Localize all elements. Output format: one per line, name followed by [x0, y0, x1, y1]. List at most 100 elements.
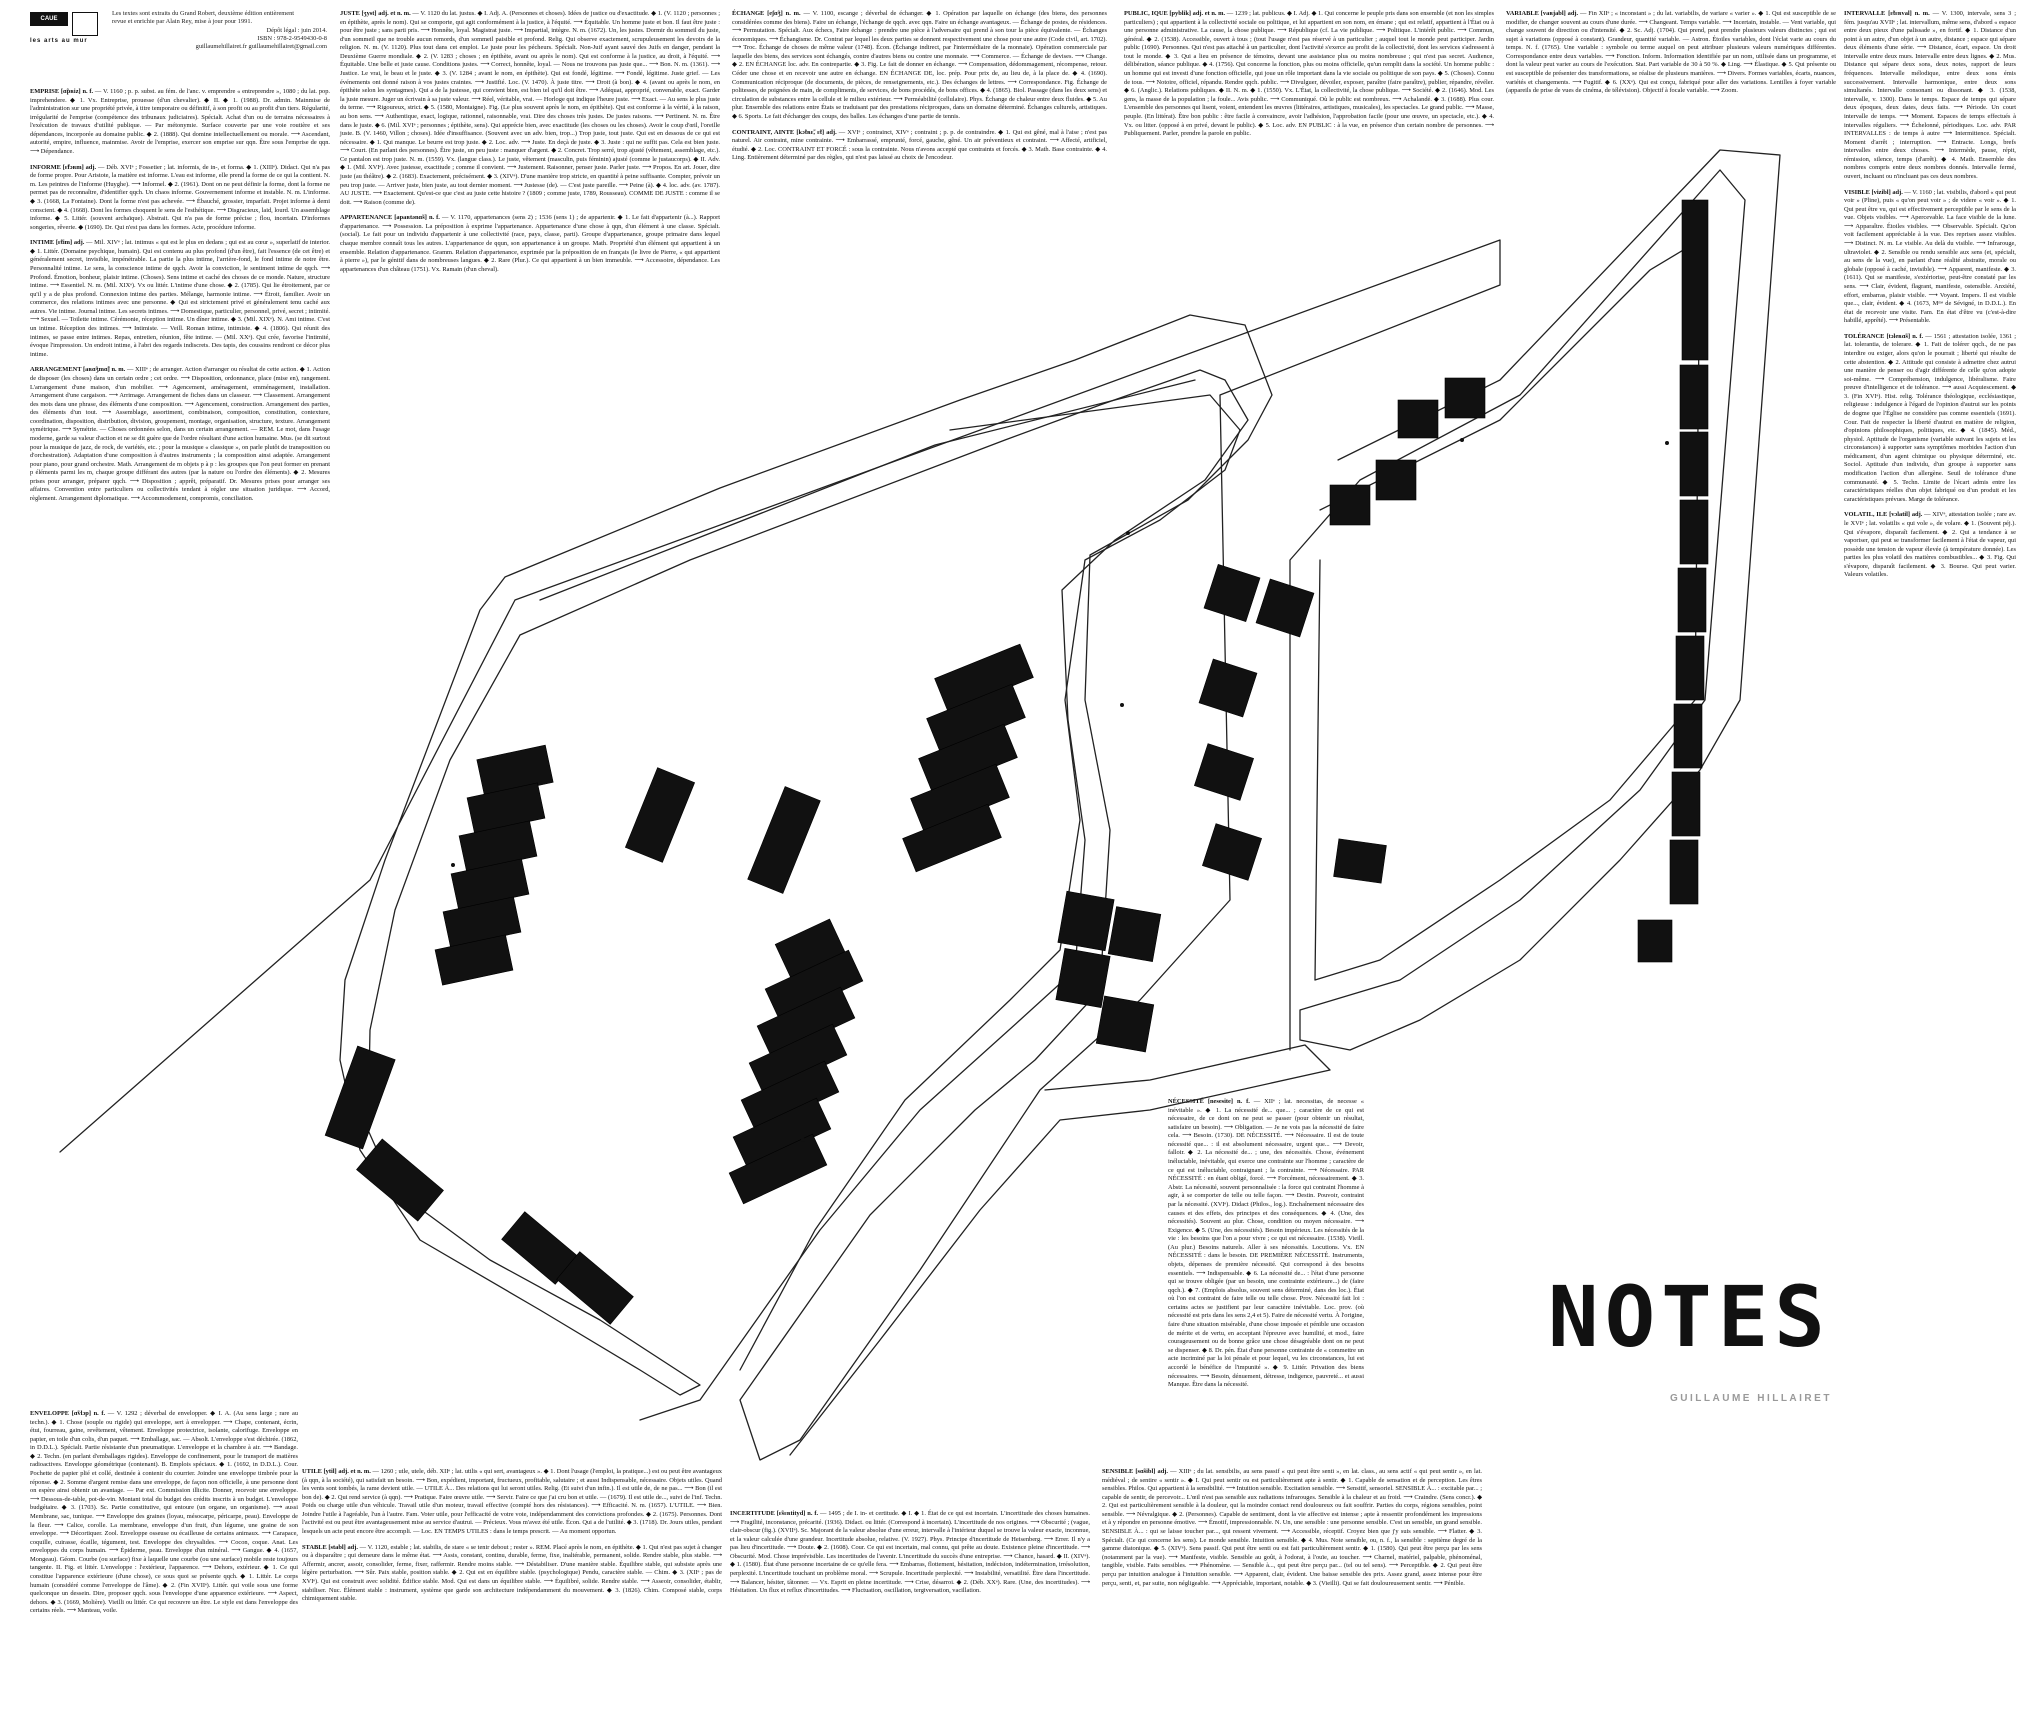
building: [442, 896, 522, 948]
building: [1673, 703, 1703, 769]
dictionary-entry: EMPRISE [ɑ̃pʀiz] n. f. — V. 1160 ; p. p.…: [30, 88, 330, 157]
entry-definition: — XIIIᵉ ; de arranger. Action d'arranger…: [30, 366, 330, 503]
text-column-3: ÉCHANGE [eʃɑ̃ʒ] n. m. — V. 1100, escange…: [732, 10, 1107, 170]
road-south-east: [789, 1044, 1331, 1456]
entry-definition: — XIVᵉ, attestation isolée ; rare av. le…: [1844, 511, 2016, 579]
building: [1671, 771, 1701, 837]
site-marker: [610, 1313, 614, 1317]
dictionary-entry: PUBLIC, IQUE [pyblik] adj. et n. m. — 12…: [1124, 10, 1494, 139]
entry-definition: — V. 1160 ; lat. visibilis, d'abord « qu…: [1844, 188, 2016, 325]
building: [1201, 823, 1263, 881]
text-column-bottom-2: UTILE [ytil] adj. et n. m. — 1260 ; utle…: [302, 1468, 722, 1611]
dictionary-entry: CONTRAINT, AINTE [kɔ̃tʀɛ̃, ɛ̃t] adj. — X…: [732, 129, 1107, 163]
entry-headword: VARIABLE [vaʀjabl] adj.: [1506, 10, 1579, 17]
dictionary-entry: VOLATIL, ILE [vɔlatil] adj. — XIVᵉ, atte…: [1844, 511, 2016, 580]
building: [434, 934, 514, 986]
dictionary-entry: INCERTITUDE [ɛ̃sɛʀtityd] n. f. — 1495 ; …: [730, 1510, 1090, 1596]
text-column-5: VARIABLE [vaʀjabl] adj. — Fin XIIᵉ ; « i…: [1506, 10, 1836, 103]
building: [1681, 199, 1709, 361]
entry-headword: EMPRISE [ɑ̃pʀiz] n. f.: [30, 88, 94, 95]
road-east: [1289, 149, 1781, 1051]
entry-headword: SENSIBLE [sɑ̃sibl] adj.: [1102, 1468, 1168, 1475]
dictionary-entry: ENVELOPPE [ɑ̃vlɔp] n. f. — V. 1292 ; dév…: [30, 1410, 298, 1616]
building: [1444, 377, 1486, 419]
text-column-6: INTERVALLE [ɛ̃tɛʀval] n. m. — V. 1300, i…: [1844, 10, 2016, 587]
site-marker: [653, 783, 657, 787]
dictionary-entry: VISIBLE [vizibl] adj. — V. 1160 ; lat. v…: [1844, 189, 2016, 326]
entry-headword: ÉCHANGE [eʃɑ̃ʒ] n. m.: [732, 10, 801, 17]
credits-line: guillaumehillairet.fr guillaumehillairet…: [195, 43, 327, 51]
publisher-logo: CAUE les arts au mur: [30, 12, 102, 60]
road-east-inner: [1314, 239, 1701, 981]
entry-headword: VISIBLE [vizibl] adj.: [1844, 188, 1903, 196]
entry-definition: — Déb. XVIᵉ ; Fossetier ; lat. informis,…: [30, 163, 330, 231]
entry-headword: ENVELOPPE [ɑ̃vlɔp] n. f.: [30, 1410, 106, 1417]
entry-headword: TOLÉRANCE [tɔleʀɑ̃s] n. f.: [1844, 332, 1924, 340]
entry-definition: — V. 1170, appartenances (sens 2) ; 1536…: [340, 214, 720, 273]
poster-author: GUILLAUME HILLAIRET: [1670, 1393, 1832, 1404]
site-marker: [1126, 531, 1130, 535]
building: [466, 782, 546, 834]
dictionary-entry: UTILE [ytil] adj. et n. m. — 1260 ; utle…: [302, 1468, 722, 1537]
road-inner-left: [539, 379, 1196, 601]
logo-square: [72, 12, 98, 36]
entry-definition: — V. 1292 ; déverbal de envelopper. ◆ I.…: [30, 1410, 298, 1615]
dictionary-entry: INFORME [ɛ̃fɔʀm] adj. — Déb. XVIᵉ ; Foss…: [30, 164, 330, 233]
entry-headword: CONTRAINT, AINTE [kɔ̃tʀɛ̃, ɛ̃t] adj.: [732, 128, 837, 136]
dictionary-entry: INTIME [ɛ̃tim] adj. — Mil. XIVᵉ ; lat. i…: [30, 239, 330, 359]
site-marker: [1460, 438, 1464, 442]
building: [1637, 919, 1673, 963]
building: [1055, 948, 1111, 1008]
site-marker: [801, 1138, 805, 1142]
building: [1375, 459, 1417, 501]
entry-headword: INTERVALLE [ɛ̃tɛʀval] n. m.: [1844, 10, 1930, 17]
entry-definition: — 1239 ; lat. publicus. ◆ I. Adj. ◆ 1. Q…: [1124, 10, 1494, 138]
entry-definition: — XIIIᵉ ; du lat. sensibilis, au sens pa…: [1102, 1468, 1482, 1587]
building: [747, 786, 821, 894]
entry-definition: — V. 1160 ; p. p. subst. au fém. de l'an…: [30, 88, 330, 156]
dictionary-entry: NÉCESSITÉ [nesesite] n. f. — XIIᵉ ; lat.…: [1168, 1098, 1364, 1390]
building: [1675, 635, 1705, 701]
entry-headword: JUSTE [ʒyst] adj. et n. m.: [340, 10, 411, 17]
entry-definition: — XIIᵉ ; lat. necessitas, de necesse « i…: [1168, 1098, 1364, 1389]
entry-definition: — V. 1100, escange ; déverbal de échange…: [732, 10, 1107, 120]
entry-definition: — V. 1120 du lat. justus. ◆ I. Adj. A. (…: [340, 10, 720, 206]
entry-headword: INFORME [ɛ̃fɔʀm] adj.: [30, 163, 97, 171]
dictionary-entry: ARRANGEMENT [aʀɑ̃ʒmɑ̃] n. m. — XIIIᵉ ; d…: [30, 366, 330, 503]
dictionary-entry: TOLÉRANCE [tɔleʀɑ̃s] n. f. — 1561 ; atte…: [1844, 333, 2016, 505]
entry-headword: INCERTITUDE [ɛ̃sɛʀtityd] n. f.: [730, 1510, 819, 1517]
credits-line: revue et enrichie par Alain Rey, mise à …: [112, 18, 253, 26]
entry-definition: — V. 1300, intervale, sens 3 ; fém. jusq…: [1844, 10, 2016, 180]
building: [902, 803, 1002, 873]
text-column-bottom-4: INCERTITUDE [ɛ̃sɛʀtityd] n. f. — 1495 ; …: [730, 1510, 1090, 1603]
site-marker: [451, 863, 455, 867]
building: [1203, 563, 1261, 623]
dictionary-entry: JUSTE [ʒyst] adj. et n. m. — V. 1120 du …: [340, 10, 720, 207]
entry-definition: — V. 1120, estable ; lat. stabilis, de s…: [302, 1543, 722, 1603]
building: [1677, 567, 1707, 633]
building: [1107, 906, 1162, 962]
logo-subtitle: les arts au mur: [30, 38, 88, 44]
entry-headword: ARRANGEMENT [aʀɑ̃ʒmɑ̃] n. m.: [30, 366, 126, 374]
poster-title: NOTES: [1548, 1268, 1831, 1366]
entry-definition: — 1495 ; de I. in- et certitude. ◆ I. ◆ …: [730, 1510, 1090, 1595]
building: [1255, 578, 1315, 638]
credits-line: Les textes sont extraits du Grand Robert…: [112, 10, 295, 17]
text-column-2: JUSTE [ʒyst] adj. et n. m. — V. 1120 du …: [340, 10, 720, 281]
building: [324, 1045, 396, 1150]
buildings: [324, 199, 1709, 1325]
building: [728, 1133, 828, 1205]
building: [1679, 431, 1709, 497]
road-outline: [59, 239, 1501, 1461]
building: [1193, 743, 1255, 801]
text-column-4: PUBLIC, IQUE [pyblik] adj. et n. m. — 12…: [1124, 10, 1494, 146]
building: [1679, 499, 1709, 565]
credits-line: ISBN : 978-2-9549430-0-8: [257, 34, 327, 42]
building: [1095, 995, 1155, 1053]
site-marker: [1120, 703, 1124, 707]
logo-mark: CAUE: [30, 12, 68, 26]
building: [1057, 890, 1115, 952]
building: [1333, 838, 1387, 884]
site-marker: [1060, 928, 1064, 932]
